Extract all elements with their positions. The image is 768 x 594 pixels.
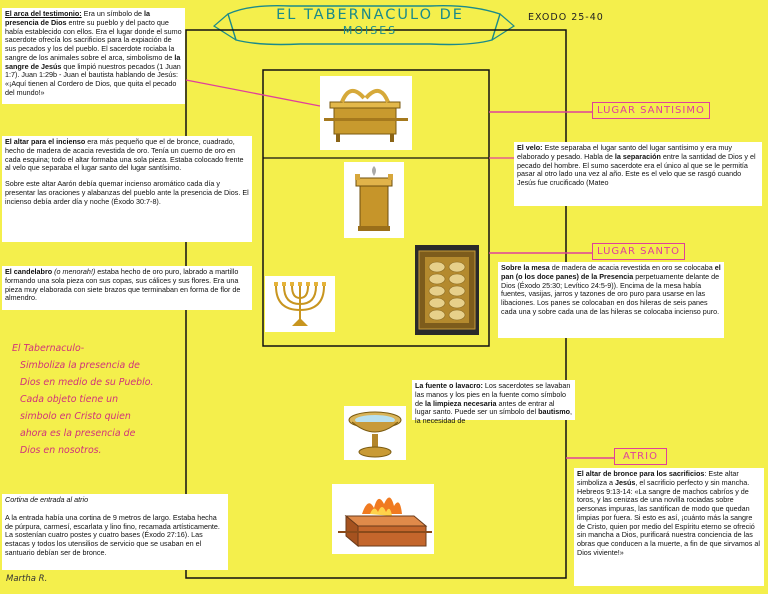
note-mesa-pan: Sobre la mesa de madera de acacia revest… [498, 262, 724, 338]
handwritten-line-5: simbolo en Cristo quien [20, 411, 131, 422]
note-cortina-text: A la entrada había una cortina de 9 metr… [5, 512, 220, 557]
ark-icon [324, 89, 408, 142]
tabernacle-frame [262, 69, 490, 347]
scripture-reference: EXODO 25-40 [528, 12, 604, 23]
connector-arca [185, 79, 321, 107]
note-bronce-bold1: Jesús [614, 477, 636, 487]
note-bronce-text2: , el sacrificio perfecto y sin mancha. H… [577, 477, 760, 558]
note-arca-text: Era un símbolo de [81, 9, 145, 18]
note-candelabro-title: El candelabro [5, 267, 53, 276]
note-velo-text1: Este separaba el lugar santo del lugar s… [517, 143, 732, 161]
showbread-table-icon [418, 250, 476, 330]
handwritten-line-7: Dios en nosotros. [20, 445, 102, 456]
note-arca-title: El arca del testimonio: [5, 9, 82, 18]
note-fuente-bold1: la limpieza necesaria [425, 398, 497, 408]
label-lugar-santisimo: LUGAR SANTISIMO [592, 102, 710, 119]
note-candelabro-italic: (o menorah!) [52, 267, 96, 276]
note-bronce-title: El altar de bronce para los sacrificios [577, 469, 705, 478]
note-fuente-bold2: bautismo [538, 407, 571, 417]
note-candelabro-text: estaba hecho de oro puro, labrado a mart… [5, 267, 241, 303]
incense-altar-icon [355, 166, 393, 231]
handwritten-line-4: Cada objeto tiene un [20, 394, 119, 405]
handwritten-line-2: Simboliza la presencia de [20, 360, 140, 371]
note-bronce-text1: : Este altar simboliza a [577, 469, 739, 487]
note-mesa-text1: de madera de acacia revestida en oro se … [549, 263, 715, 272]
ark-of-covenant-image [320, 76, 412, 150]
menorah-icon [274, 282, 326, 326]
note-fuente-text2: antes de entrar al lugar santo. Puede se… [415, 398, 555, 417]
showbread-table-image [415, 245, 479, 335]
banner-tail-right [491, 13, 516, 41]
note-cortina-title: Cortina de entrada al atrio [5, 495, 89, 504]
incense-altar-image [344, 162, 404, 238]
banner-tail-left [212, 13, 237, 41]
note-altar-incienso: El altar para el incienso era más pequeñ… [2, 136, 252, 242]
title-line-2: MOISES [342, 24, 398, 37]
note-velo-title: El velo: [517, 143, 543, 152]
note-arca-text2: entre su pueblo y del pacto que había es… [5, 17, 182, 62]
bronze-laver-image [344, 406, 406, 460]
note-arca-text3: que limpió nuestros pecados (1 Juan 1:7)… [5, 61, 181, 98]
note-arca-bold1: la presencia de Dios [5, 9, 151, 27]
note-velo-bold1: la separación [614, 151, 661, 161]
handwritten-line-3: Dios en medio de su Pueblo. [20, 377, 154, 388]
note-arca-del-testimonio: El arca del testimonio: Era un símbolo d… [2, 8, 185, 104]
note-candelabro: El candelabro (o menorah!) estaba hecho … [2, 266, 252, 310]
handwritten-line-6: ahora es la presencia de [20, 428, 136, 439]
label-lugar-santo: LUGAR SANTO [592, 243, 685, 260]
note-incienso-text1: era más pequeño que el de bronce, cuadra… [5, 137, 244, 173]
handwritten-summary: El Tabernaculo- Simboliza la presencia d… [12, 340, 190, 459]
label-atrio: ATRIO [614, 448, 667, 465]
note-velo: El velo: Este separaba el lugar santo de… [514, 142, 762, 206]
bronze-altar-icon [338, 497, 432, 548]
note-altar-bronce: El altar de bronce para los sacrificios:… [574, 468, 764, 586]
note-mesa-text2: perpetuamente delante de Dios (Éxodo 25:… [501, 271, 720, 316]
poster-title: EL TABERNACULO DE MOISES [250, 7, 490, 37]
handwritten-line-1: El Tabernaculo- [12, 343, 85, 354]
note-incienso-text2: Sobre este altar Aarón debía quemar inci… [5, 179, 249, 206]
title-line-1: EL TABERNACULO DE [276, 7, 464, 23]
menorah-image [265, 276, 335, 332]
note-velo-text2: entre la santidad de Dios y el pecado de… [517, 151, 756, 188]
bronze-altar-image [332, 484, 434, 554]
note-fuente-lavacro: La fuente o lavacro: Los sacerdotes se l… [412, 380, 575, 425]
laver-icon [348, 411, 402, 458]
note-mesa-title: Sobre la mesa [501, 263, 550, 272]
note-mesa-bold1: el pan (o los doce panes) de la Presenci… [501, 263, 721, 281]
note-arca-bold2: la sangre de Jesús [5, 52, 181, 71]
note-incienso-title: El altar para el incienso [5, 137, 86, 146]
note-fuente-text3: , la necesidad de [415, 407, 573, 426]
signature: Martha R. [6, 574, 48, 584]
note-fuente-title: La fuente o lavacro: [415, 381, 483, 390]
note-cortina-entrada: Cortina de entrada al atrio A la entrada… [2, 494, 228, 570]
note-fuente-text1: Los sacerdotes se lavaban las manos y lo… [415, 381, 571, 408]
